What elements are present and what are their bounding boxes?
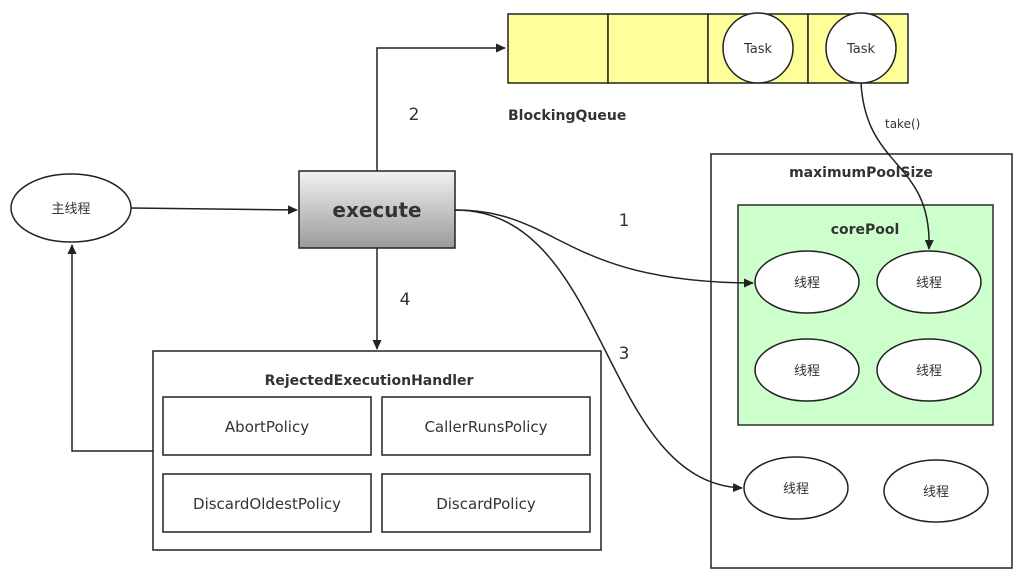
queue-slot bbox=[507, 13, 609, 84]
policy-discard-oldest: DiscardOldestPolicy bbox=[162, 473, 372, 533]
step-4-label: 4 bbox=[400, 290, 411, 310]
thread-label: 线程 bbox=[916, 276, 942, 291]
core-pool-label: corePool bbox=[831, 222, 900, 238]
arrow-execute-to-extra-thread bbox=[454, 209, 743, 493]
extra-thread: 线程 bbox=[743, 456, 849, 520]
core-thread: 线程 bbox=[876, 250, 982, 314]
arrow-take-to-core-thread bbox=[860, 82, 934, 250]
policy-abort: AbortPolicy bbox=[162, 396, 372, 456]
step-3-label: 3 bbox=[619, 344, 630, 364]
blocking-queue: Task Task BlockingQueue bbox=[507, 12, 909, 124]
policy-label: AbortPolicy bbox=[225, 418, 309, 436]
queue-name: BlockingQueue bbox=[508, 108, 626, 124]
arrow-execute-to-queue bbox=[376, 43, 506, 171]
arrow-handler-to-main bbox=[67, 244, 153, 452]
task-node: Task bbox=[825, 12, 897, 84]
policy-discard: DiscardPolicy bbox=[381, 473, 591, 533]
step-2-label: 2 bbox=[409, 105, 420, 125]
core-thread: 线程 bbox=[754, 338, 860, 402]
take-label: take() bbox=[885, 117, 920, 131]
task-label: Task bbox=[846, 42, 876, 57]
thread-label: 线程 bbox=[923, 485, 949, 500]
task-node: Task bbox=[722, 12, 794, 84]
policy-label: CallerRunsPolicy bbox=[424, 418, 547, 436]
policy-caller-runs: CallerRunsPolicy bbox=[381, 396, 591, 456]
policy-label: DiscardPolicy bbox=[436, 495, 536, 513]
step-1-label: 1 bbox=[619, 211, 630, 231]
policy-label: DiscardOldestPolicy bbox=[193, 495, 341, 513]
thread-label: 线程 bbox=[783, 482, 809, 497]
thread-label: 线程 bbox=[794, 364, 820, 379]
execute-node: execute bbox=[298, 170, 456, 249]
arrow-execute-to-core-thread bbox=[454, 209, 754, 288]
core-thread: 线程 bbox=[754, 250, 860, 314]
arrow-main-to-execute bbox=[130, 205, 298, 215]
core-thread: 线程 bbox=[876, 338, 982, 402]
extra-thread: 线程 bbox=[883, 459, 989, 523]
execute-label: execute bbox=[332, 198, 421, 222]
thread-label: 线程 bbox=[794, 276, 820, 291]
core-pool: corePool 线程 线程 线程 线程 bbox=[737, 204, 994, 426]
handler-title: RejectedExecutionHandler bbox=[265, 373, 474, 389]
rejected-handler: RejectedExecutionHandler AbortPolicy Cal… bbox=[152, 350, 602, 551]
task-label: Task bbox=[743, 42, 773, 57]
max-pool-label: maximumPoolSize bbox=[789, 165, 933, 181]
thread-label: 线程 bbox=[916, 364, 942, 379]
queue-slot bbox=[607, 13, 709, 84]
main-thread-node: 主线程 bbox=[10, 173, 132, 243]
main-thread-label: 主线程 bbox=[51, 202, 90, 217]
